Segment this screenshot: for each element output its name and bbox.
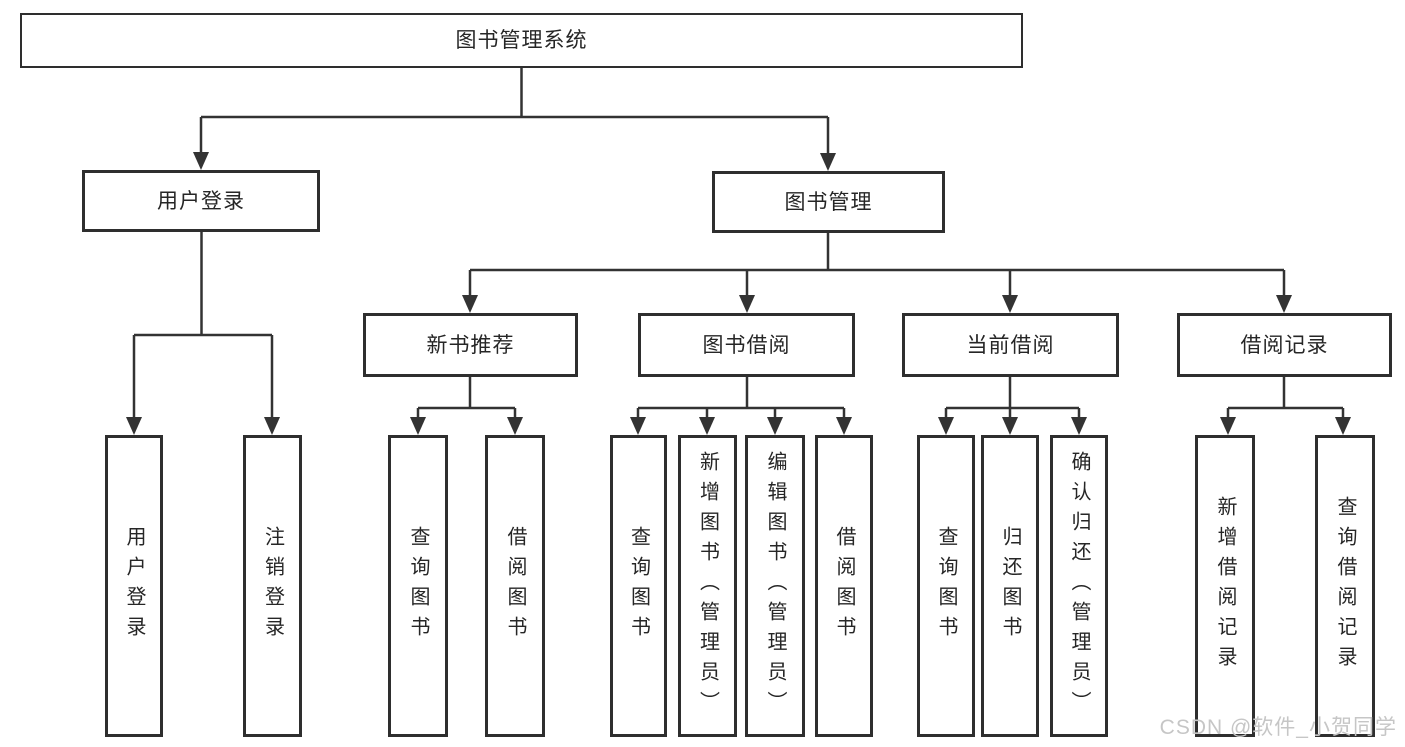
node-label: 图书管理系统 <box>455 29 588 52</box>
node-new-book-recommend: 新书推荐 <box>363 313 578 377</box>
node-label: 借阅图书 <box>504 526 526 646</box>
leaf-add-borrow-record: 新增借阅记录 <box>1195 435 1255 737</box>
node-user-login: 用户登录 <box>82 170 320 232</box>
node-label: 编辑图书（管理员） <box>764 451 786 721</box>
node-label: 新书推荐 <box>426 333 515 357</box>
leaf-query-books-current: 查询图书 <box>917 435 975 737</box>
node-label: 新增借阅记录 <box>1214 496 1236 676</box>
csdn-watermark: CSDN @软件_小贺同学 <box>1159 716 1397 739</box>
node-label: 借阅记录 <box>1240 333 1329 357</box>
node-book-management: 图书管理 <box>712 171 945 233</box>
node-label: 注销登录 <box>261 526 284 646</box>
node-label: 图书管理 <box>784 190 873 214</box>
node-label: 借阅图书 <box>833 526 855 646</box>
leaf-query-books-borrow: 查询图书 <box>610 435 667 737</box>
arrowheads <box>126 152 1351 435</box>
leaf-query-books-recommend: 查询图书 <box>388 435 448 737</box>
node-label: 查询图书 <box>627 526 650 646</box>
leaf-edit-books-admin: 编辑图书（管理员） <box>745 435 805 737</box>
leaf-query-borrow-record: 查询借阅记录 <box>1315 435 1375 737</box>
leaf-borrow-books-recommend: 借阅图书 <box>485 435 545 737</box>
node-root-library-system: 图书管理系统 <box>20 13 1023 68</box>
node-label: 查询图书 <box>935 526 957 646</box>
leaf-borrow-books: 借阅图书 <box>815 435 873 737</box>
leaf-add-books-admin: 新增图书（管理员） <box>678 435 737 737</box>
node-label: 当前借阅 <box>966 333 1055 357</box>
leaf-return-books: 归还图书 <box>981 435 1039 737</box>
node-book-borrow: 图书借阅 <box>638 313 855 377</box>
leaf-confirm-return-admin: 确认归还（管理员） <box>1050 435 1108 737</box>
node-label: 图书借阅 <box>702 333 791 357</box>
node-label: 用户登录 <box>157 189 245 213</box>
node-current-borrow: 当前借阅 <box>902 313 1119 377</box>
leaf-user-login: 用户登录 <box>105 435 163 737</box>
node-label: 查询图书 <box>407 526 429 646</box>
node-label: 归还图书 <box>999 526 1021 646</box>
node-label: 查询借阅记录 <box>1334 496 1356 676</box>
node-label: 确认归还（管理员） <box>1068 451 1090 721</box>
node-label: 用户登录 <box>123 526 145 646</box>
node-label: 新增图书（管理员） <box>696 451 719 721</box>
node-borrow-record: 借阅记录 <box>1177 313 1392 377</box>
leaf-logout: 注销登录 <box>243 435 302 737</box>
